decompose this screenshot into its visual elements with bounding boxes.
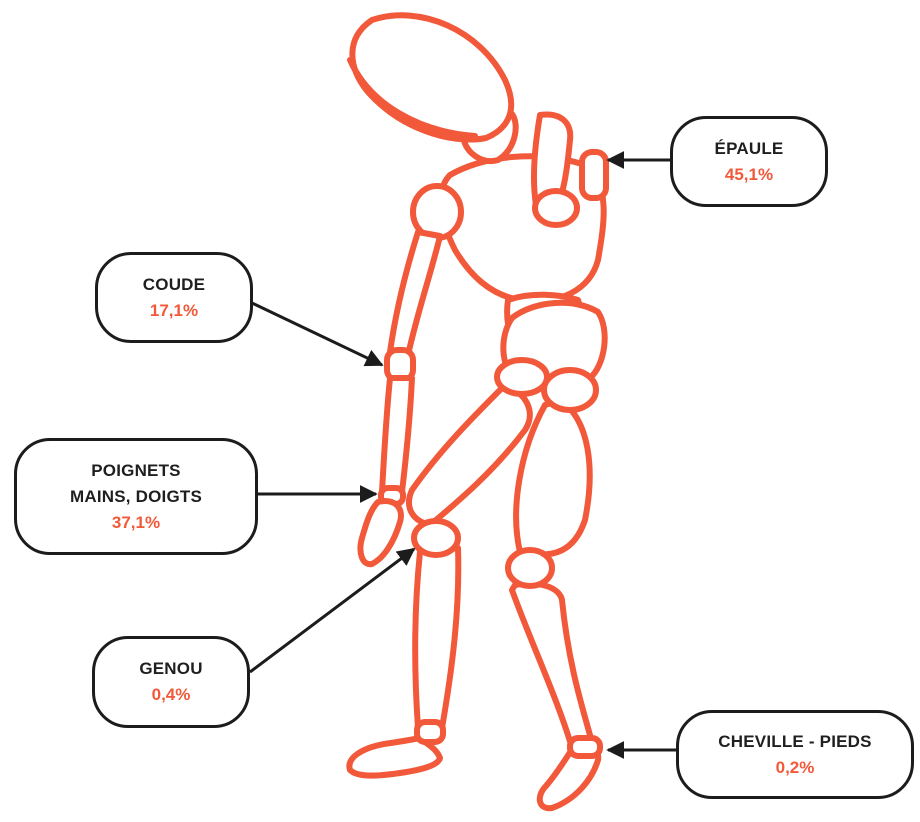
callout-wrist: POIGNETS MAINS, DOIGTS 37,1%	[14, 438, 258, 555]
front-ankle	[417, 722, 443, 742]
left-upper-arm	[390, 232, 440, 355]
callout-elbow-label: COUDE	[143, 272, 205, 298]
callout-elbow: COUDE 17,1%	[95, 252, 253, 343]
callout-wrist-label-line1: POIGNETS	[91, 458, 180, 484]
callout-shoulder-value: 45,1%	[725, 162, 773, 188]
callout-ankle: CHEVILLE - PIEDS 0,2%	[676, 710, 914, 799]
callout-elbow-value: 17,1%	[150, 298, 198, 324]
front-knee	[414, 521, 458, 555]
head	[352, 15, 511, 139]
callout-ankle-label: CHEVILLE - PIEDS	[718, 729, 871, 755]
back-knee	[508, 550, 552, 586]
callout-ankle-value: 0,2%	[776, 755, 815, 781]
front-thigh	[409, 385, 530, 525]
callout-shoulder: ÉPAULE 45,1%	[670, 116, 828, 207]
arrow-knee	[250, 549, 414, 672]
callout-shoulder-label: ÉPAULE	[715, 136, 784, 162]
front-shin	[415, 548, 458, 728]
mannequin-figure	[349, 15, 606, 808]
callout-knee: GENOU 0,4%	[92, 636, 250, 728]
arrow-elbow	[252, 303, 382, 365]
left-forearm	[382, 378, 412, 492]
left-hand	[360, 501, 400, 564]
callout-wrist-label-line2: MAINS, DOIGTS	[70, 484, 202, 510]
back-shin	[512, 584, 592, 748]
right-shoulder-cap	[582, 152, 606, 198]
callout-knee-label: GENOU	[139, 656, 202, 682]
back-ankle	[570, 738, 600, 756]
right-hip-joint	[544, 370, 596, 410]
left-hip-joint	[497, 360, 547, 394]
callout-wrist-value: 37,1%	[112, 510, 160, 536]
right-hand	[535, 191, 577, 225]
callout-knee-value: 0,4%	[152, 682, 191, 708]
